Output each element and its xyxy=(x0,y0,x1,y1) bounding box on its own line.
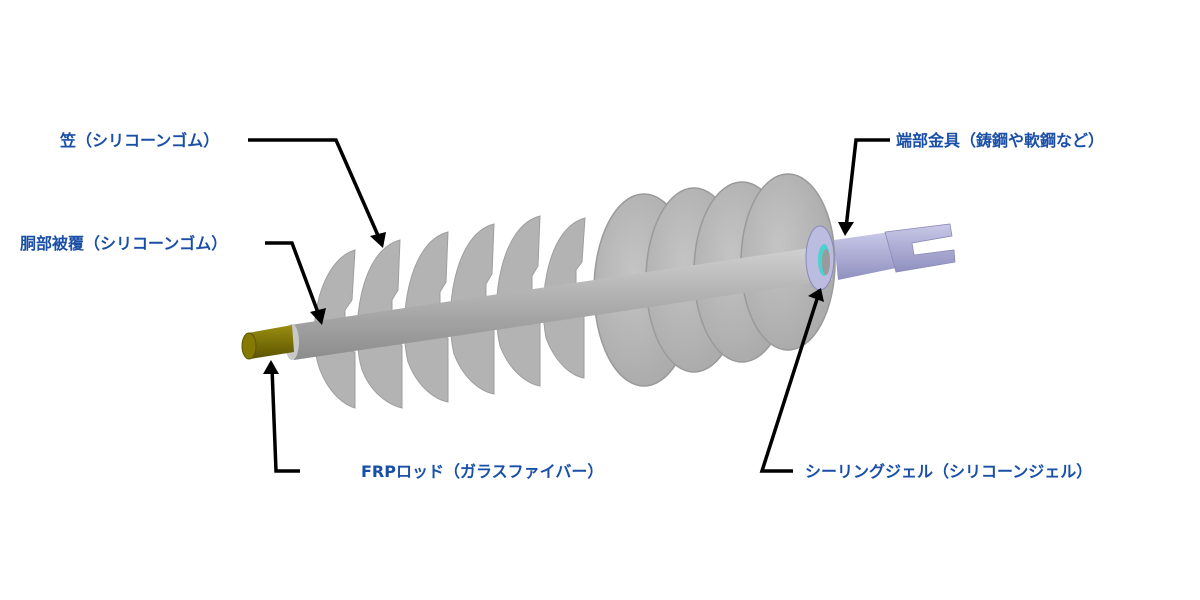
frp-rod xyxy=(241,325,294,360)
sealing-gel-label: シーリングジェル（シリコーンジェル） xyxy=(805,462,1093,481)
end-fitting xyxy=(805,223,956,291)
arrowheads xyxy=(263,222,854,374)
housing-label: 胴部被覆（シリコーンゴム） xyxy=(20,234,228,253)
shed-label: 笠（シリコーンゴム） xyxy=(60,131,220,150)
end-fitting-label: 端部金具（鋳鋼や軟鋼など） xyxy=(896,131,1105,150)
leader-lines xyxy=(248,138,890,473)
housing-core xyxy=(290,245,832,360)
frp-rod-label: FRPロッド（ガラスファイバー） xyxy=(361,462,604,481)
